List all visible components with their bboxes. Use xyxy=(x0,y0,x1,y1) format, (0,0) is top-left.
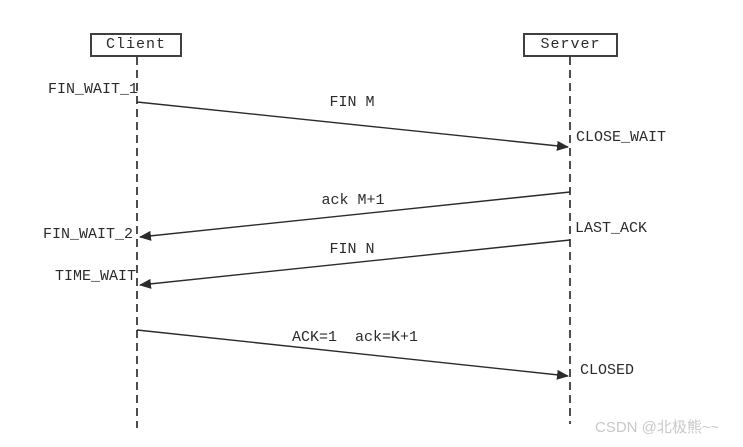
state-close-wait: CLOSE_WAIT xyxy=(576,129,667,146)
message-label-fin-m: FIN M xyxy=(329,94,375,111)
message-label-ack-m1: ack M+1 xyxy=(321,192,385,209)
state-closed: CLOSED xyxy=(580,362,635,379)
message-label-fin-n: FIN N xyxy=(329,241,375,258)
state-last-ack: LAST_ACK xyxy=(575,220,648,237)
arrow-fin-m xyxy=(136,101,569,151)
arrow-ack-k1 xyxy=(136,329,569,380)
message-label-ack-k1: ACK=1 ack=K+1 xyxy=(291,329,419,346)
state-fin-wait-2: FIN_WAIT_2 xyxy=(43,226,134,243)
csdn-watermark: CSDN @北极熊~~ xyxy=(595,419,720,436)
state-time-wait: TIME_WAIT xyxy=(55,268,137,285)
arrow-fin-n xyxy=(139,239,571,289)
arrow-ack-m1 xyxy=(139,191,571,241)
actor-server-box: Server xyxy=(523,33,618,57)
state-fin-wait-1: FIN_WAIT_1 xyxy=(48,81,139,98)
actor-client-box: Client xyxy=(90,33,182,57)
